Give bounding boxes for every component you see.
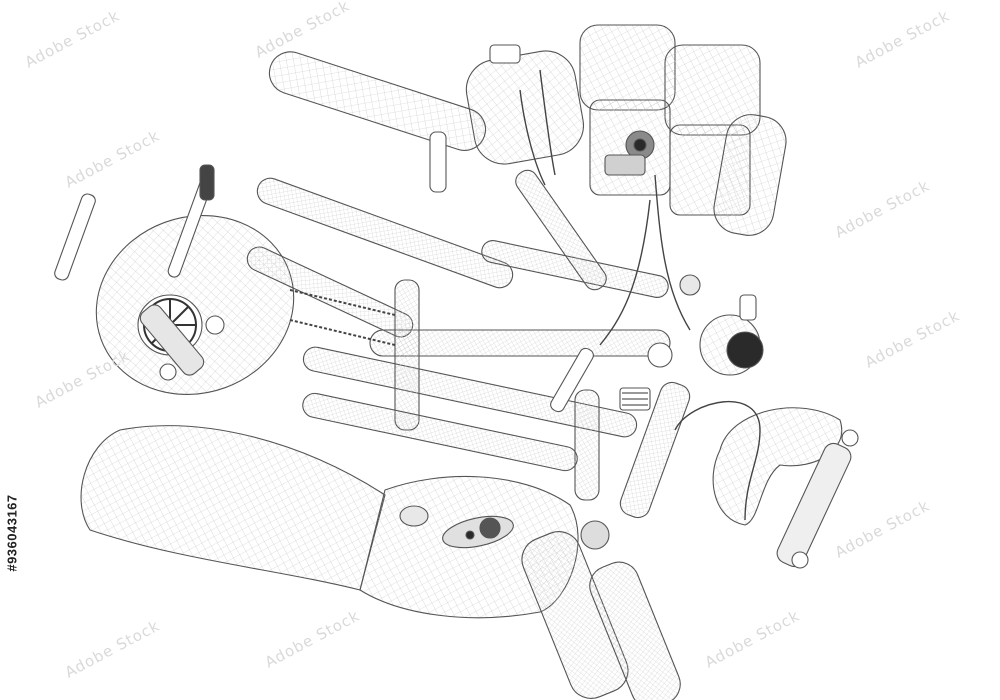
front-fork — [521, 520, 681, 700]
front-axle — [776, 429, 859, 569]
exhaust-pipe — [268, 51, 487, 193]
engine-block — [465, 24, 787, 236]
frame — [246, 169, 691, 519]
front-fender — [712, 407, 843, 526]
drive-chain — [289, 289, 396, 346]
seat — [80, 425, 386, 591]
rear-shock — [139, 304, 225, 381]
stock-image-id: #936043167 — [2, 463, 22, 603]
handlebar-controls — [550, 274, 701, 413]
cables — [519, 69, 761, 521]
tail-light-bracket — [54, 164, 215, 281]
stock-image-id-text: #936043167 — [4, 494, 20, 572]
headlight — [699, 294, 764, 376]
fuel-tank — [359, 476, 579, 619]
